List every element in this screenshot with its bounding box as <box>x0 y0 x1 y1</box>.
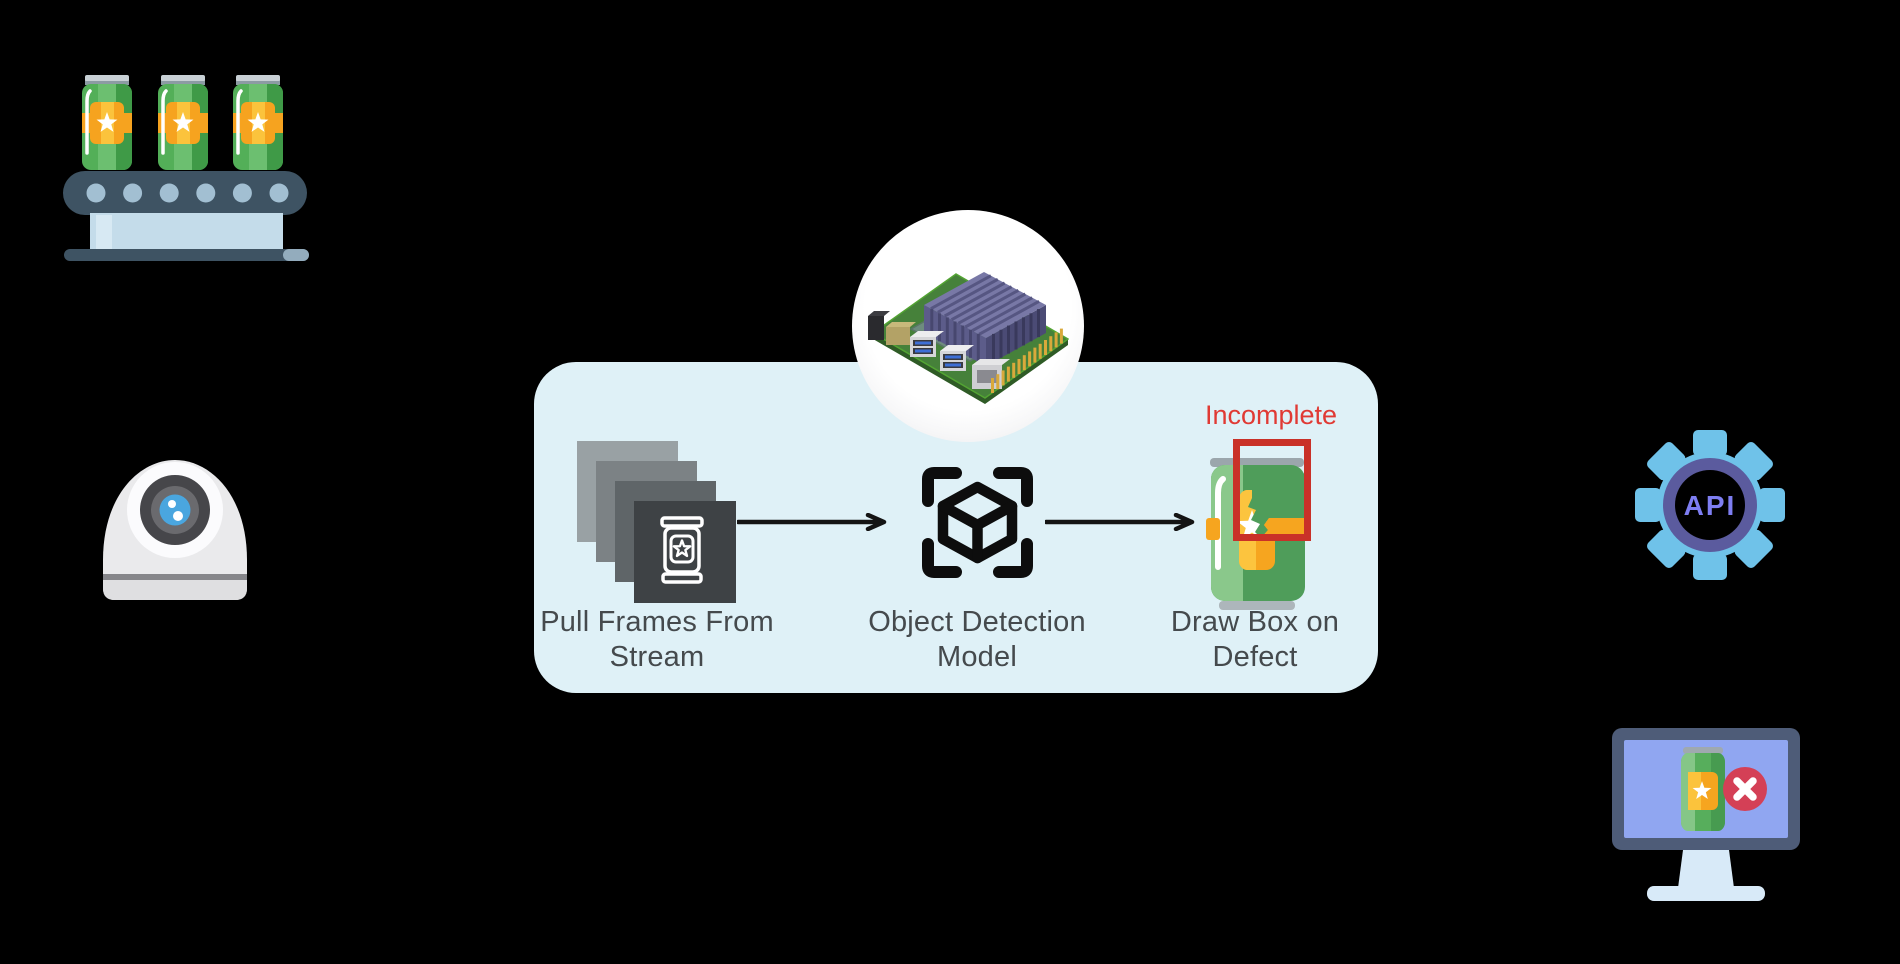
usb-ports-1 <box>910 331 944 357</box>
belt-rollers <box>86 183 289 203</box>
belt <box>63 171 307 215</box>
belt-base <box>90 213 283 251</box>
can-outline-icon <box>660 516 704 584</box>
torn-label-defect <box>1248 490 1275 538</box>
reject-monitor-icon <box>1612 728 1800 901</box>
defect-annotation: Incomplete <box>1204 400 1338 430</box>
conveyor-belt-icon <box>63 58 309 261</box>
pipeline-panel: Incomplete Pull Frames From Stream Objec… <box>534 362 1378 693</box>
jetson-dev-board-icon <box>868 272 1069 404</box>
arrow-icon <box>1045 513 1195 531</box>
power-jack <box>868 311 890 340</box>
reject-x-badge <box>1723 767 1767 811</box>
api-label: API <box>1683 490 1737 521</box>
can-3 <box>233 75 283 170</box>
monitor-neck <box>1678 850 1734 888</box>
object-detection-scan-cube-icon <box>922 467 1033 578</box>
belt-foot <box>64 249 309 261</box>
stacked-frames-icon <box>577 441 736 603</box>
can-1 <box>82 75 132 170</box>
step-label-object-detection: Object Detection Model <box>868 606 1086 673</box>
usb-ports-2 <box>940 345 974 371</box>
step-label-draw-box: Draw Box on Defect <box>1170 606 1340 673</box>
step-label-pull-frames: Pull Frames From Stream <box>540 606 774 673</box>
tan-connector <box>886 322 916 345</box>
can-2 <box>158 75 208 170</box>
gpio-pins <box>991 328 1063 393</box>
edge-device-circle <box>852 210 1084 442</box>
screen-can <box>1681 747 1725 831</box>
api-gear-icon <box>1635 430 1785 580</box>
defect-bounding-box <box>1233 439 1311 541</box>
arrow-icon <box>737 513 887 531</box>
dome-camera-icon <box>103 460 247 600</box>
monitor-base <box>1647 886 1765 901</box>
gear-teeth <box>1635 430 1785 580</box>
